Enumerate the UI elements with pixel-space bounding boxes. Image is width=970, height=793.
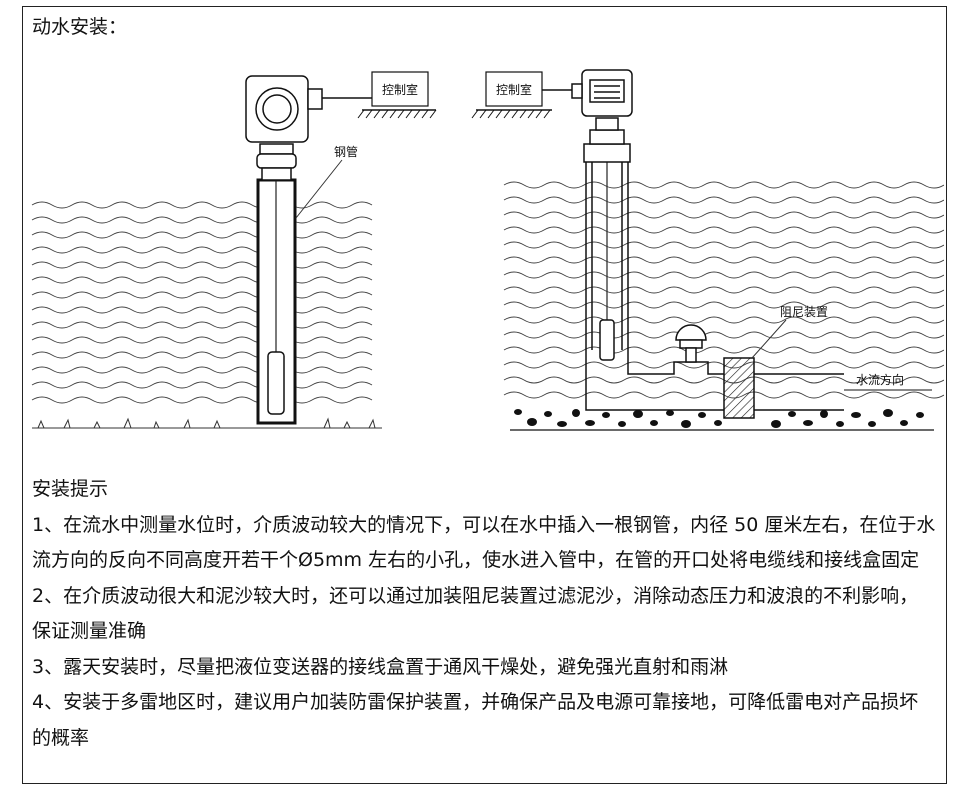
damper-dome <box>675 324 707 363</box>
left-ground <box>32 417 382 429</box>
damper-label: 阻尼装置 <box>780 305 828 319</box>
left-water-waves <box>31 201 373 404</box>
tip-item-2: 2、在介质波动很大和泥沙较大时，还可以通过加装阻尼装置过滤泥沙，消除动态压力和波… <box>32 584 919 643</box>
installation-figure: 控制室 钢管 <box>31 69 944 431</box>
section-title: 动水安装： <box>32 16 128 38</box>
right-water-waves <box>503 181 944 399</box>
left-control-room: 控制室 <box>357 71 437 119</box>
tip-item-4: 4、安装于多雷地区时，建议用户加装防雷保护装置，并确保产品及电源可靠接地，可降低… <box>32 691 919 749</box>
left-probe <box>267 351 285 415</box>
damper-leader-line <box>751 319 787 359</box>
left-transmitter <box>245 75 323 181</box>
right-control-room-label: 控制室 <box>496 82 532 97</box>
damper-device <box>723 357 755 419</box>
tip-item-3: 3、露天安装时，尽量把液位变送器的接线盒置于通风干燥处，避免强光直射和雨淋 <box>32 655 729 678</box>
tip-item-1: 1、在流水中测量水位时，介质波动较大的情况下，可以在水中插入一根钢管，内径 50… <box>32 513 936 572</box>
content-frame <box>22 6 947 784</box>
right-transmitter <box>571 69 633 163</box>
right-horizontal-pipe <box>585 350 844 411</box>
right-probe <box>599 319 615 361</box>
right-diagram: 控制室 阻尼装置 水流方向 <box>471 69 944 431</box>
install-tips: 安装提示 1、在流水中测量水位时，介质波动较大的情况下，可以在水中插入一根钢管，… <box>32 472 937 756</box>
riverbed <box>510 409 934 431</box>
tips-heading: 安装提示 <box>32 478 109 500</box>
right-vertical-pipe <box>585 162 629 350</box>
pipe-leader-line <box>295 159 343 219</box>
right-control-room: 控制室 <box>471 71 552 119</box>
pipe-label: 钢管 <box>334 144 358 159</box>
left-control-room-label: 控制室 <box>382 82 418 97</box>
flow-direction-label: 水流方向 <box>856 372 904 387</box>
left-diagram: 控制室 钢管 <box>31 71 437 429</box>
